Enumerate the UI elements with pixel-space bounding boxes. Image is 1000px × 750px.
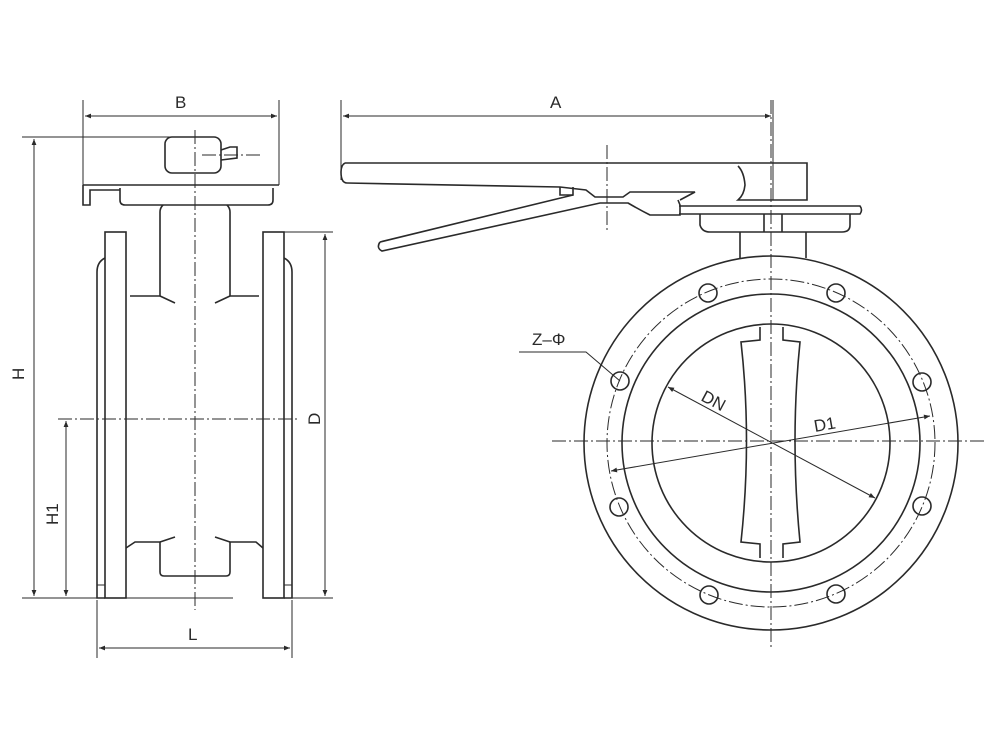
label-h1: H1 (43, 503, 62, 525)
front-view: A DN D1 Z–Φ (340, 93, 985, 650)
bolt-hole (826, 584, 846, 604)
label-a: A (550, 93, 562, 112)
label-l: L (188, 625, 197, 644)
bolt-hole (912, 496, 932, 516)
dimension-d1 (610, 414, 931, 473)
label-b: B (175, 93, 186, 112)
bolt-hole (610, 371, 630, 391)
label-h: H (9, 368, 28, 380)
label-dn: DN (698, 387, 729, 415)
right-flange (262, 231, 285, 599)
left-flange (104, 231, 127, 599)
bolt-hole (699, 585, 719, 605)
label-d: D (305, 413, 324, 425)
lever-handle (345, 162, 808, 201)
bolt-hole (698, 283, 718, 303)
side-view: B H H1 D L (9, 93, 333, 658)
label-d1: D1 (812, 413, 837, 435)
bolt-holes (609, 283, 932, 605)
bolt-hole (609, 497, 629, 517)
bolt-hole (826, 283, 846, 303)
bolt-hole (912, 372, 932, 392)
label-z-phi: Z–Φ (532, 330, 565, 349)
